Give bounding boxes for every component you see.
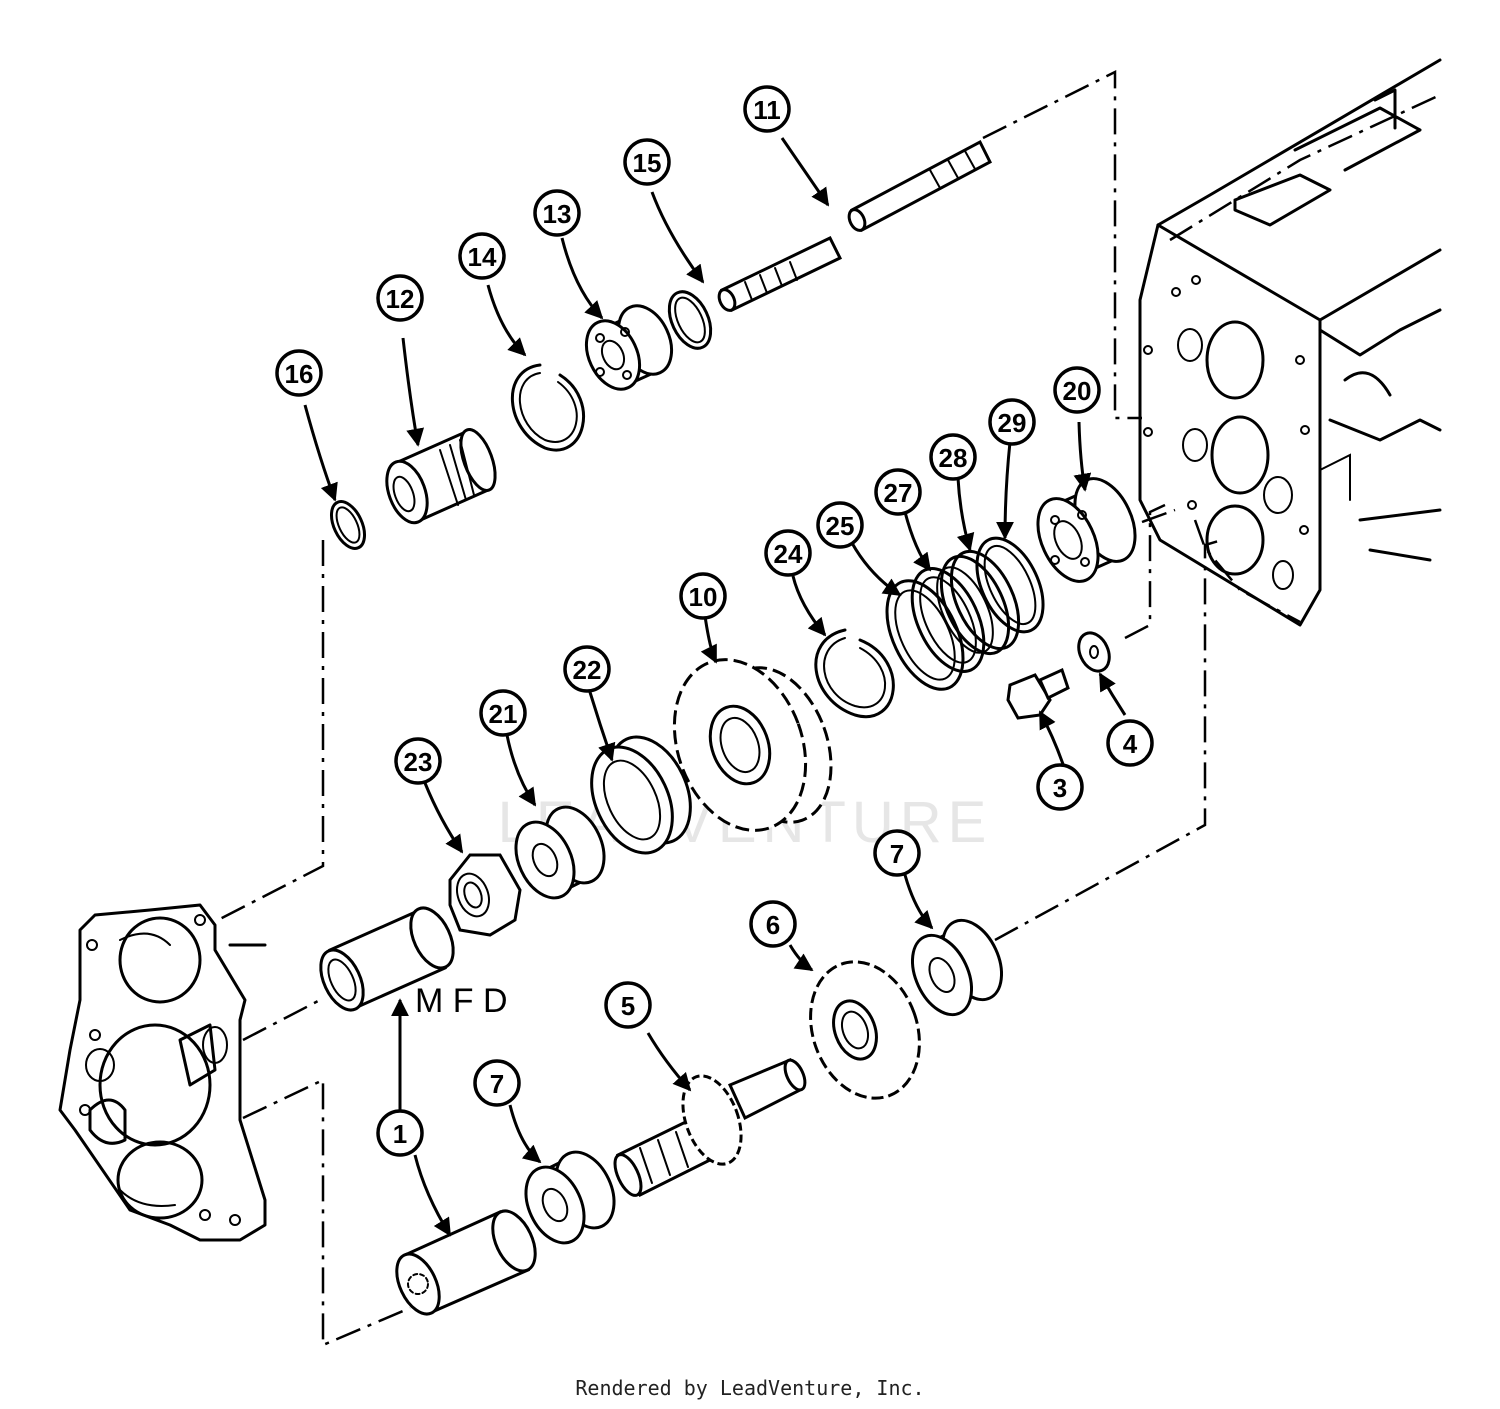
svg-text:25: 25 <box>826 511 855 541</box>
part-4-washer <box>1077 631 1111 673</box>
part-29-ring <box>975 536 1045 634</box>
part-10-sprocket <box>672 658 833 832</box>
callout-28[interactable]: 28 <box>929 433 977 481</box>
part-7-bearing-lower <box>524 1150 616 1245</box>
callout-21[interactable]: 21 <box>479 689 527 737</box>
svg-text:5: 5 <box>621 991 635 1021</box>
callout-13[interactable]: 13 <box>533 189 581 237</box>
footer-credit: Rendered by LeadVenture, Inc. <box>575 1376 925 1400</box>
svg-text:12: 12 <box>386 284 415 314</box>
part-5-gear-shaft <box>613 1057 807 1197</box>
svg-text:6: 6 <box>766 910 780 940</box>
callout-29[interactable]: 29 <box>988 398 1036 446</box>
svg-text:7: 7 <box>490 1069 504 1099</box>
callout-4[interactable]: 4 <box>1106 719 1154 767</box>
leader-lines <box>303 137 1127 1237</box>
callout-11[interactable]: 11 <box>743 85 791 133</box>
mfd-label: M F D <box>415 982 508 1020</box>
part-1-sleeve-upper <box>319 906 455 1012</box>
part-1-sleeve-lower <box>395 1209 537 1316</box>
svg-text:16: 16 <box>285 359 314 389</box>
callout-15[interactable]: 15 <box>623 138 671 186</box>
part-20-bearing <box>1036 477 1137 583</box>
svg-text:15: 15 <box>633 148 662 178</box>
part-24-snap-ring <box>814 628 895 719</box>
callout-22[interactable]: 22 <box>563 645 611 693</box>
part-14-snap-ring <box>510 363 585 452</box>
svg-text:1: 1 <box>393 1119 407 1149</box>
assembly-guide-lines <box>217 69 1223 1347</box>
part-21-bearing <box>514 805 606 900</box>
svg-text:27: 27 <box>884 478 913 508</box>
svg-text:10: 10 <box>689 582 718 612</box>
part-11-shaft <box>717 139 992 312</box>
part-7-bearing-upper <box>910 918 1004 1017</box>
callout-25[interactable]: 25 <box>816 501 864 549</box>
callout-24[interactable]: 24 <box>764 529 812 577</box>
transmission-housing <box>1138 58 1442 627</box>
part-13-bearing <box>584 304 674 391</box>
callout-5[interactable]: 5 <box>604 981 652 1029</box>
svg-text:14: 14 <box>468 242 497 272</box>
part-16-ring <box>329 500 367 550</box>
part-15-snap-ring <box>667 290 713 350</box>
callout-12[interactable]: 12 <box>376 274 424 322</box>
callout-27[interactable]: 27 <box>874 468 922 516</box>
svg-text:24: 24 <box>774 539 803 569</box>
part-22-seal <box>590 735 692 855</box>
cover-plate <box>58 903 267 1242</box>
part-12-coupler <box>385 427 497 525</box>
part-6-sprocket <box>809 960 921 1100</box>
callout-3[interactable]: 3 <box>1036 763 1084 811</box>
svg-text:23: 23 <box>404 747 433 777</box>
callout-10[interactable]: 10 <box>679 572 727 620</box>
callout-6[interactable]: 6 <box>749 900 797 948</box>
callout-7-upper[interactable]: 7 <box>873 829 921 877</box>
svg-text:21: 21 <box>489 699 518 729</box>
svg-text:7: 7 <box>890 839 904 869</box>
callout-16[interactable]: 16 <box>275 349 323 397</box>
part-23-nut <box>448 853 522 937</box>
callout-23[interactable]: 23 <box>394 737 442 785</box>
callout-7-lower[interactable]: 7 <box>473 1059 521 1107</box>
svg-text:29: 29 <box>998 408 1027 438</box>
svg-text:20: 20 <box>1063 376 1092 406</box>
callout-1[interactable]: 1 <box>376 1109 424 1157</box>
svg-text:11: 11 <box>753 95 781 125</box>
svg-text:28: 28 <box>939 443 968 473</box>
callout-20[interactable]: 20 <box>1053 366 1101 414</box>
part-27-ring <box>910 567 986 673</box>
svg-text:4: 4 <box>1123 729 1138 759</box>
svg-text:3: 3 <box>1053 773 1067 803</box>
svg-text:22: 22 <box>573 655 602 685</box>
part-3-plug <box>1006 667 1070 720</box>
callout-14[interactable]: 14 <box>458 232 506 280</box>
svg-text:13: 13 <box>543 199 572 229</box>
